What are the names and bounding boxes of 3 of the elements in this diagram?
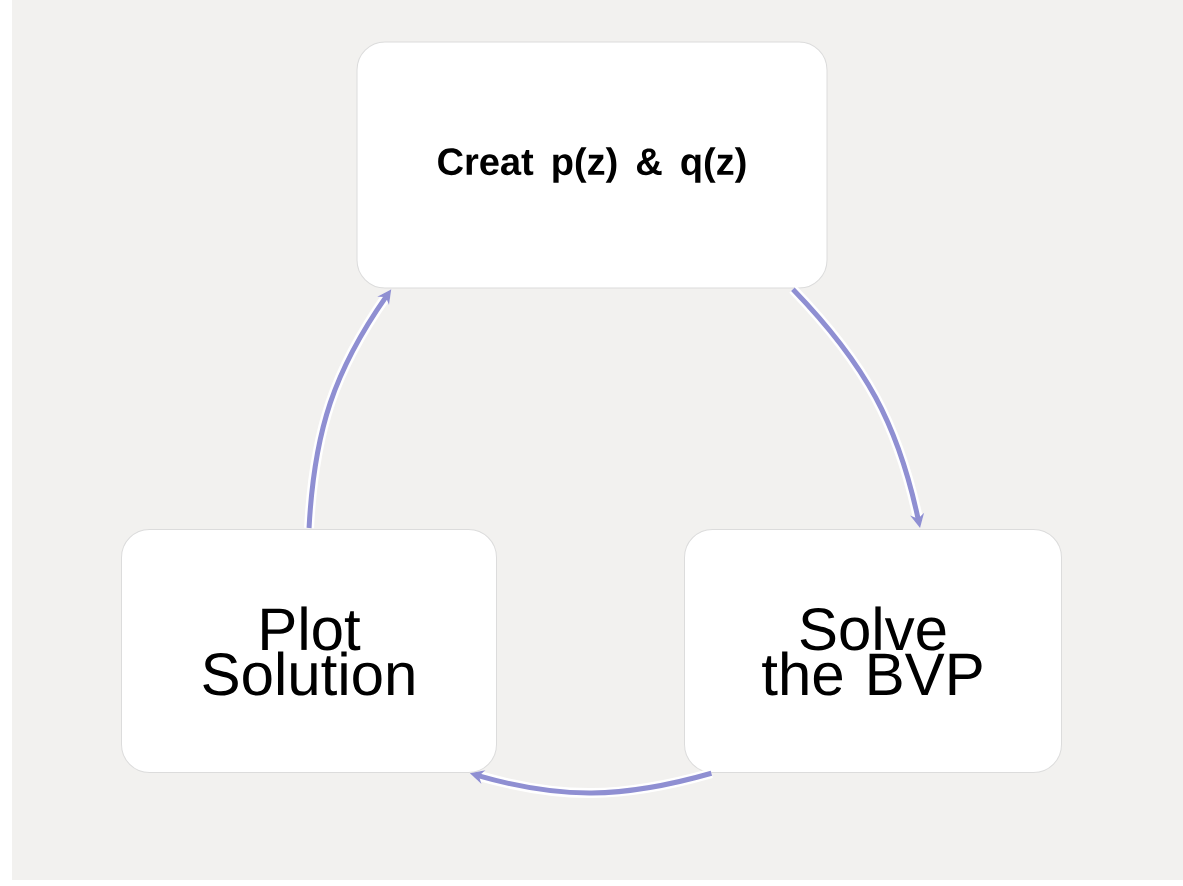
process-box: Plot Solution bbox=[121, 529, 497, 773]
process-box: Creat p(z) & q(z) bbox=[356, 41, 828, 289]
process-box: Solve the BVP bbox=[684, 529, 1062, 773]
